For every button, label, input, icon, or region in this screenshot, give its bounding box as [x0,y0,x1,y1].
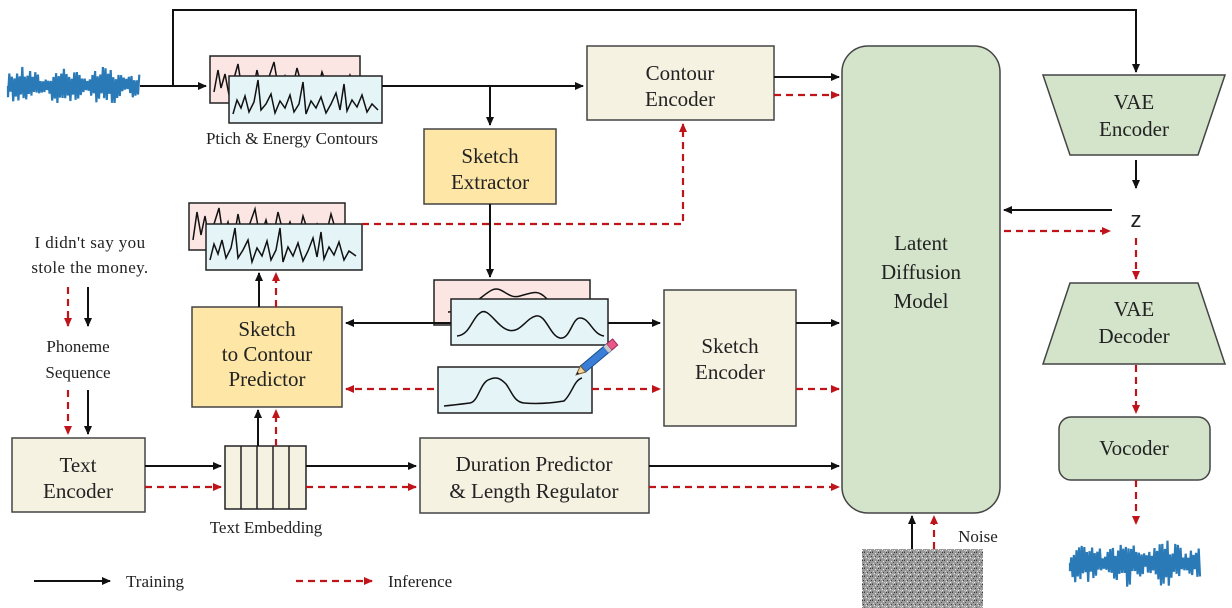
input-text-line-1: I didn't say you [35,233,146,252]
phoneme-label-1: Phoneme [46,337,109,356]
phoneme-label-2: Sequence [45,363,110,382]
sketch-to-contour-label-2: to Contour [222,342,312,366]
contour-encoder-label-1: Contour [646,61,715,85]
sketch-encoder-block: Sketch Encoder [663,289,797,427]
user-sketch-plot [437,366,593,414]
input-waveform [6,66,141,104]
sketch-to-contour-label-3: Predictor [229,367,306,391]
sketch-extractor-label-1: Sketch [461,144,519,168]
sketch-extractor-label-2: Extractor [451,170,529,194]
duration-predictor-block: Duration Predictor & Length Regulator [419,437,650,514]
inference-arrows [64,91,1140,549]
top-contour-plots [209,55,383,124]
duration-predictor-label-1: Duration Predictor [456,452,613,476]
sketch-to-contour-predictor-block: Sketch to Contour Predictor [191,306,343,408]
latent-diffusion-label-3: Model [894,289,949,313]
latent-diffusion-label-1: Latent [894,231,948,255]
vae-encoder-block: VAE Encoder [1041,74,1227,156]
text-embedding-block [224,445,307,510]
contour-encoder-block: Contour Encoder [586,45,775,121]
vae-decoder-label-2: Decoder [1098,324,1169,348]
vae-encoder-label-2: Encoder [1099,117,1169,141]
legend-training-label: Training [126,572,184,591]
sketch-to-contour-label-1: Sketch [238,317,296,341]
duration-predictor-label-2: & Length Regulator [449,479,618,503]
vocoder-block: Vocoder [1058,416,1211,481]
output-waveform [1068,540,1202,587]
text-encoder-block: Text Encoder [11,437,146,513]
sketch-extractor-block: Sketch Extractor [423,128,557,205]
vae-decoder-label-1: VAE [1114,297,1154,321]
legend-inference-label: Inference [388,572,452,591]
text-encoder-label-2: Encoder [43,479,113,503]
noise-image [862,549,983,608]
vocoder-label: Vocoder [1099,436,1169,460]
vae-decoder-block: VAE Decoder [1041,282,1227,365]
legend: Training Inference [34,572,452,591]
sketch-encoder-label-2: Encoder [695,360,765,384]
vae-encoder-label-1: VAE [1114,90,1154,114]
pencil-icon [575,338,619,376]
text-embedding-caption: Text Embedding [210,518,323,537]
latent-diffusion-label-2: Diffusion [881,260,962,284]
training-arrows [84,9,1140,549]
input-text-line-2: stole the money. [31,258,148,277]
extracted-sketch-plots [433,279,609,346]
noise-caption: Noise [958,527,998,546]
contour-encoder-label-2: Encoder [645,87,715,111]
contours-caption: Ptich & Energy Contours [206,129,378,148]
sketch-encoder-label-1: Sketch [701,334,759,358]
latent-diffusion-model-block: Latent Diffusion Model [841,45,1001,514]
predicted-contour-plots [188,202,363,271]
latent-z-label: z [1131,207,1142,232]
text-encoder-label-1: Text [59,453,96,477]
